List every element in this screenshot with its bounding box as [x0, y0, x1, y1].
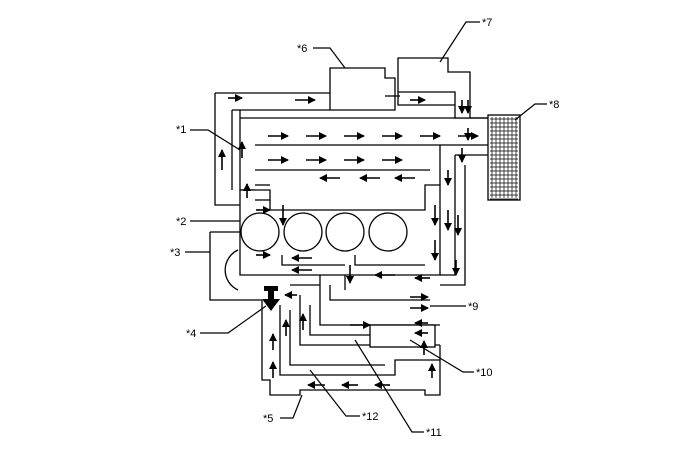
callout-5: *5 — [263, 413, 273, 425]
cylinder-3 — [325, 212, 365, 252]
cylinder-2 — [283, 212, 323, 252]
callout-3: *3 — [170, 247, 180, 259]
cylinder-1 — [240, 212, 280, 252]
relief-valve-4 — [262, 286, 280, 311]
callout-9: *9 — [468, 301, 478, 313]
leader-lines — [185, 21, 547, 433]
callout-8: *8 — [549, 99, 559, 111]
callout-7: *7 — [482, 17, 492, 29]
outer-return-passage — [214, 92, 330, 206]
component-6 — [329, 67, 396, 111]
component-10 — [369, 324, 436, 348]
callout-4: *4 — [186, 328, 196, 340]
callout-1: *1 — [176, 124, 186, 136]
callout-2: *2 — [176, 216, 186, 228]
right-passage — [440, 155, 466, 286]
callout-11: *11 — [426, 427, 442, 439]
cooler-8 — [487, 114, 521, 201]
callout-6: *6 — [297, 43, 307, 55]
flow-arrows — [218, 94, 479, 389]
cylinder-4 — [368, 212, 408, 252]
engine-block-2 — [239, 184, 441, 276]
callout-10: *10 — [476, 367, 493, 379]
callout-12: *12 — [362, 411, 379, 423]
component-7 — [397, 57, 471, 119]
oil-pan-5 — [261, 300, 441, 396]
